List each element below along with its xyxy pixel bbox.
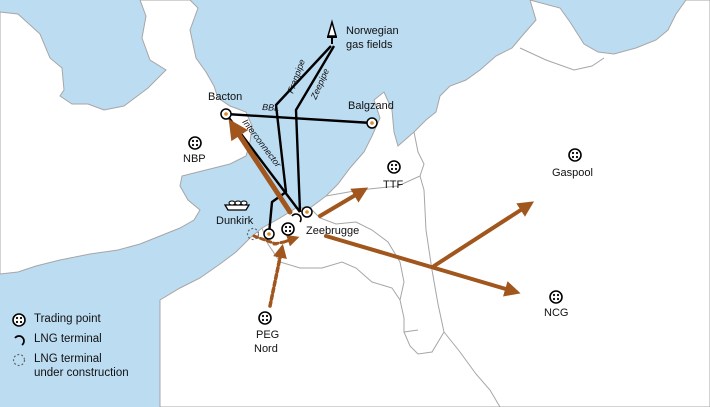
flow-arrow-zeebrugge-bacton [228, 118, 293, 215]
flow-arrow-dunkirk-peg-2 [252, 234, 278, 246]
label-bacton: Bacton [208, 91, 242, 103]
flow-arrow-to-zeebrugge-dotted [282, 234, 300, 247]
legend-lng-construction-line2: under construction [34, 367, 129, 379]
trading-point-icon-nbp [188, 136, 202, 150]
legend-lng-terminal-label: LNG terminal [34, 333, 102, 345]
legend-lng-construction-label: LNG terminal under construction [34, 352, 129, 380]
pipeline-bbl [225, 112, 373, 125]
label-peg-line2: Nord [254, 343, 278, 355]
pipeline-zeepipe [294, 45, 336, 213]
trading-point-icon-gaspool [568, 148, 582, 162]
flow-arrow-zeebrugge-ncg [324, 234, 521, 297]
lng-terminal-icon-zeebrugge [291, 213, 302, 223]
trading-point-icon-ncg [549, 290, 563, 304]
legend-trading-point-label: Trading point [34, 313, 101, 325]
label-gaspool: Gaspool [552, 167, 593, 179]
trading-point-icon-zeebrugge [281, 222, 295, 236]
legend-lng-terminal: LNG terminal [10, 332, 180, 352]
label-norwegian-line1: Norwegian [346, 25, 399, 37]
label-ncg: NCG [544, 307, 568, 319]
lng-construction-icon-dunkirk [246, 227, 260, 241]
label-norwegian-line2: gas fields [346, 39, 393, 51]
label-bbl: BBL [262, 102, 280, 113]
flow-arrow-peg-south [268, 243, 287, 308]
label-dunkirk: Dunkirk [216, 215, 254, 227]
entry-point-bacton [220, 108, 232, 120]
entry-point-dunkirk [263, 228, 275, 240]
legend: Trading point LNG terminal LNG terminal … [10, 312, 180, 384]
lng-terminal-icon [14, 335, 25, 346]
pipeline-franpipe [267, 45, 332, 235]
entry-point-balgzand [366, 117, 378, 129]
label-balgzand: Balgzand [348, 100, 394, 112]
label-nbp: NBP [183, 153, 206, 165]
legend-lng-construction: LNG terminal under construction [10, 352, 180, 384]
trading-point-icon [12, 313, 26, 327]
land-great-britain [0, 0, 253, 275]
label-zeebrugge: Zeebrugge [306, 225, 359, 237]
platform-icon [327, 19, 337, 44]
trading-point-icon-peg [258, 311, 272, 325]
label-ttf: TTF [383, 179, 403, 191]
flow-arrow-zeebrugge-ttf [318, 187, 369, 218]
trading-point-icon-ttf [387, 160, 401, 174]
flow-arrow-to-gaspool [432, 201, 535, 268]
legend-trading-point: Trading point [10, 312, 180, 332]
entry-point-zeebrugge [301, 206, 313, 218]
flow-arrows [228, 118, 535, 308]
legend-lng-construction-line1: LNG terminal [34, 353, 102, 365]
lng-construction-icon [12, 353, 26, 367]
ship-icon [223, 200, 251, 211]
label-peg-line1: PEG [256, 329, 279, 341]
